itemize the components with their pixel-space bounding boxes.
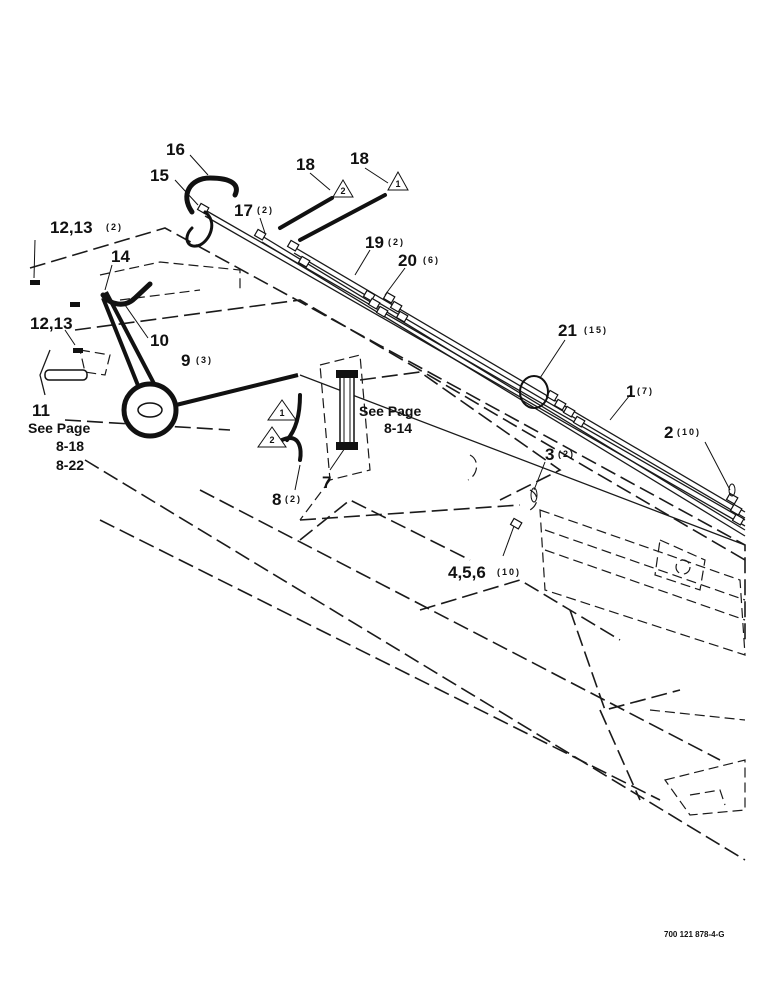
o-ring-9-detail [101, 291, 299, 439]
see-page-left-label: See Page [28, 420, 90, 436]
callout-12-13-left: 12,13 [30, 314, 73, 333]
clamp-21 [519, 375, 549, 409]
callout-21-qty: (15) [584, 325, 608, 335]
flag-1-mid-label: 1 [279, 408, 284, 418]
drawing-part-number: 700 121 878-4-G [664, 930, 725, 939]
hose-16 [184, 175, 239, 248]
callout-4-5-6: 4,5,6 [448, 563, 486, 582]
callout-16: 16 [166, 140, 185, 159]
callout-12-13-top-qty: (2) [106, 222, 123, 232]
callout-15: 15 [150, 166, 169, 185]
callout-9: 9 [181, 351, 190, 370]
see-page-mid-page: 8-14 [384, 420, 412, 436]
callout-1: 1 [626, 382, 635, 401]
flag-triangle-1-mid: 1 [267, 399, 297, 421]
see-page-mid: See Page 8-14 [359, 403, 421, 436]
cylinder-11 [39, 349, 111, 396]
see-page-left-a: 8-18 [56, 438, 84, 454]
flag-1-top-label: 1 [395, 179, 400, 189]
callout-3-qty: (2) [558, 449, 575, 459]
hose-18-upper [278, 193, 387, 242]
callout-10: 10 [150, 331, 169, 350]
header-frame [29, 227, 746, 861]
callout-9-qty: (3) [196, 355, 213, 365]
callout-20: 20 [398, 251, 417, 270]
callout-20-qty: (6) [423, 255, 440, 265]
callout-12-13-top: 12,13 [50, 218, 93, 237]
callout-8: 8 [272, 490, 281, 509]
hose-14 [100, 281, 153, 307]
callout-2-qty: (10) [677, 427, 701, 437]
callout-19-qty: (2) [388, 237, 405, 247]
callout-14: 14 [111, 247, 130, 266]
flag-triangle-1-top: 1 [387, 170, 409, 191]
flag-2-top-label: 2 [340, 186, 345, 196]
see-page-left-b: 8-22 [56, 457, 84, 473]
callout-21: 21 [558, 321, 577, 340]
callout-17: 17 [234, 201, 253, 220]
callout-4-5-6-qty: (10) [497, 567, 521, 577]
callout-8-qty: (2) [285, 494, 302, 504]
callout-3: 3 [545, 445, 554, 464]
flag-triangle-2-top: 2 [332, 179, 354, 198]
callout-7: 7 [322, 473, 331, 492]
flag-triangle-2-mid: 2 [257, 426, 287, 448]
callouts: 16 15 18 18 17 (2) 19 (2) 20 (6) 12,13 (… [30, 140, 701, 582]
small-parts [30, 280, 736, 503]
tube-fittings [196, 202, 745, 530]
callout-17-qty: (2) [257, 205, 274, 215]
see-page-mid-label: See Page [359, 403, 421, 419]
callout-18-left: 18 [296, 155, 315, 174]
callout-1-qty: (7) [637, 386, 654, 396]
see-page-left: See Page 8-18 8-22 [28, 420, 90, 473]
leader-lines [33, 154, 731, 557]
hose-mid-2 [280, 436, 303, 462]
callout-19: 19 [365, 233, 384, 252]
callout-2: 2 [664, 423, 673, 442]
cylinder-7 [336, 370, 358, 450]
flag-2-mid-label: 2 [269, 435, 274, 445]
callout-11: 11 [32, 401, 50, 420]
callout-18-right: 18 [350, 149, 369, 168]
